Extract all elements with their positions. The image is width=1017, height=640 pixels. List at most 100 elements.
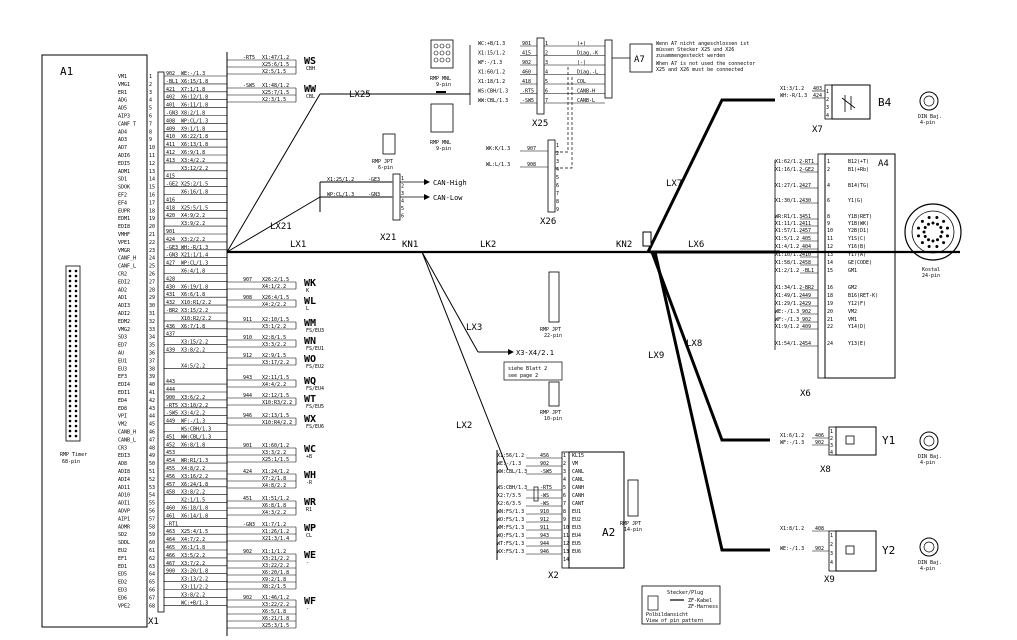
node-kn2: KN2 [616, 240, 632, 250]
lx3-arrow-icon [508, 349, 514, 355]
connector-pin-dot [68, 304, 72, 308]
a2-signal: KL15 [572, 453, 584, 459]
a1-wire-number: 416 [166, 197, 175, 203]
bus-wire-destination: X1:48/1.2 [262, 83, 289, 89]
a1-pin-label: ED7 [118, 343, 127, 349]
connector-pin-dot [935, 244, 939, 248]
bus-wire-destination: X1:26/1.2 [262, 529, 289, 535]
a1-pin-label: VMGR [118, 248, 131, 254]
a4-signal: GM2 [848, 285, 857, 291]
a4-source: X1:5/1.2 [775, 236, 799, 242]
a1-wire-destination: X3:9/2.2 [181, 221, 205, 227]
a4-pin-number: 14 [827, 260, 833, 266]
connector-pin-dot [927, 238, 930, 242]
bus-wire-destination: X10:R4/2.2 [262, 420, 292, 426]
x26-pin-number: 2 [556, 151, 559, 157]
a1-wire-number: 453 [166, 450, 175, 456]
x26-conn-name: RMP MNL [430, 140, 451, 146]
a2-pin-number: 4 [563, 477, 566, 483]
x2-conn-pins: 14-pin [624, 527, 642, 533]
a1-wire-destination: X3:11/2.2 [181, 585, 208, 591]
a4-signal: Y2B(D1) [848, 228, 869, 234]
bus-group-code: WM [304, 318, 316, 329]
a1-pin-label: ADMR [118, 524, 131, 530]
a1-wire-number: 412 [166, 150, 175, 156]
connector-pin-dot [74, 344, 78, 348]
connector-pin-dot [920, 219, 924, 223]
connector-pin-dot [68, 389, 72, 393]
a1-pin-label: EDM1 [118, 216, 130, 222]
a1-pin-label: EDI1 [118, 390, 130, 396]
x4-connector-icon [548, 381, 560, 407]
legend-title: Stecker/Plug [667, 590, 703, 596]
a1-wire-number: 900 [166, 569, 175, 575]
a7-note-de3: zusammengesteckt werden [656, 53, 725, 59]
a1-pin-number: 14 [149, 177, 155, 183]
a1-pin-label: CANB_H [118, 430, 136, 436]
x8-pin-number: 1 [830, 429, 833, 435]
a1-wire-destination: X25:2/1.5 [181, 182, 208, 188]
a4-wire-number: 454 [802, 341, 811, 347]
connector-pin-dot [68, 354, 72, 358]
bus-wire-destination: X2:3/1.5 [262, 97, 286, 103]
a1-pin-label: ED2 [118, 580, 127, 586]
x7-wire-number: 424 [813, 93, 822, 99]
x4-conn-name: RMP JPT [540, 410, 561, 416]
connector-pin-dot [68, 279, 72, 283]
a4-wire-number: 430 [802, 198, 811, 204]
harness-lx3 [421, 251, 479, 353]
a1-pin-label: SDOK [118, 185, 130, 191]
connector-pin-dot [68, 359, 72, 363]
a1-pin-label: AD10 [118, 493, 130, 499]
a1-wire-destination: X4:5/2.2 [181, 363, 205, 369]
a1-pin-label: CANF T [118, 121, 136, 127]
din-plug-y1-icon [919, 431, 939, 451]
a1-pin-number: 32 [149, 319, 155, 325]
a1-pin-number: 68 [149, 603, 155, 609]
a1-pin-number: 21 [149, 232, 155, 238]
a1-wire-destination: WS:CBH/1.3 [181, 427, 211, 433]
a1-wire-destination: X10:R2/2.2 [181, 316, 211, 322]
din-plug-y1-inner [923, 435, 935, 447]
node-kn1: KN1 [402, 240, 418, 250]
a1-wire-destination: WR:R1/1.3 [181, 458, 208, 464]
a4-signal: GM1 [848, 268, 857, 274]
a1-pin-number: 26 [149, 272, 155, 278]
connector-pin-dot [68, 379, 72, 383]
a4-pin-number: 22 [827, 324, 833, 330]
bus-group-code: WE [304, 550, 316, 561]
a4-signal: Y1(G) [848, 198, 863, 204]
a1-wire-destination: WW:CBL/1.3 [181, 434, 211, 440]
connector-pin-dot [68, 339, 72, 343]
kostal-plug-inner [911, 210, 955, 254]
a1-pin-number: 20 [149, 224, 155, 230]
a1-wire-number: 464 [166, 537, 175, 543]
connector-pin-dot [68, 274, 72, 278]
bus-wire-destination: X26:4/1.5 [262, 295, 289, 301]
cable-lx2: LX2 [456, 421, 472, 431]
a1-pin-number: 4 [149, 98, 152, 104]
bus-group-code: WH [304, 470, 316, 481]
a1-wire-number: 415 [166, 174, 175, 180]
a1-outline [41, 54, 148, 628]
x21-pin-number: 1 [401, 176, 404, 182]
a1-pin-label: AD11 [118, 485, 130, 491]
connector-pin-dot [68, 294, 72, 298]
connector-pin-dot [74, 339, 78, 343]
x21-wire-number: -GE3 [368, 177, 380, 183]
a1-wire-destination: X7:1/1.8 [181, 87, 205, 93]
lx3-target-label: X3-X4/2.1 [516, 349, 554, 357]
a4-pin-number: 6 [827, 198, 830, 204]
a2-signal: EU3 [572, 525, 581, 531]
bus-group-subcode: -R [306, 480, 313, 486]
bus-group-code: WW [304, 84, 317, 95]
bus-wire-number: -RT5 [243, 55, 255, 61]
a1-pin-number: 61 [149, 548, 155, 554]
a1-pin-label: AD1 [118, 295, 127, 301]
a1-wire-destination: X3:7/2.2 [181, 561, 205, 567]
